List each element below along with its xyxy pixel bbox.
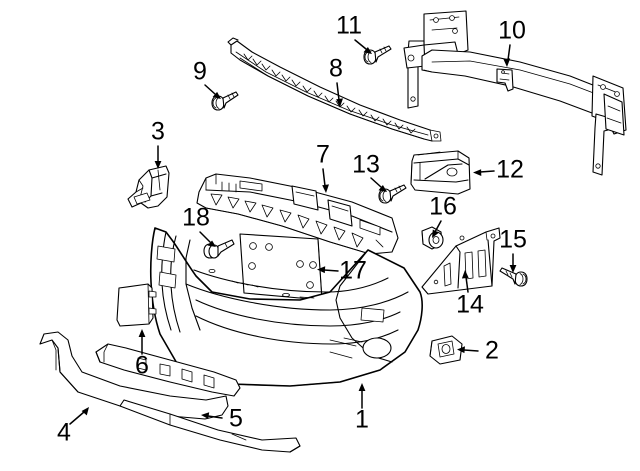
part-screw-9 bbox=[211, 91, 239, 111]
callout-2: 2 bbox=[457, 337, 499, 365]
callout-4-label: 4 bbox=[57, 419, 71, 447]
callout-7: 7 bbox=[316, 141, 330, 193]
callout-17-label: 17 bbox=[339, 257, 367, 285]
callout-8-label: 8 bbox=[329, 55, 343, 83]
callout-10-label: 10 bbox=[498, 17, 526, 45]
callout-7-label: 7 bbox=[316, 141, 330, 169]
callout-16: 16 bbox=[429, 193, 457, 238]
callout-11: 11 bbox=[336, 12, 372, 54]
callout-9-label: 9 bbox=[193, 58, 207, 86]
callout-2-label: 2 bbox=[485, 337, 499, 365]
callout-18-label: 18 bbox=[182, 204, 210, 232]
callout-9: 9 bbox=[193, 58, 221, 99]
part-screw-15 bbox=[499, 267, 528, 287]
callout-3: 3 bbox=[151, 118, 165, 169]
part-bumper-impact-bar bbox=[403, 10, 627, 176]
callout-14-label: 14 bbox=[456, 291, 484, 319]
callout-15: 15 bbox=[499, 226, 527, 273]
part-license-plate-bracket bbox=[239, 233, 323, 301]
part-push-pin-clip bbox=[203, 239, 235, 259]
callout-6: 6 bbox=[135, 329, 149, 380]
part-retainer-clip bbox=[429, 335, 463, 365]
part-lower-valance-spoiler bbox=[39, 331, 301, 453]
callout-8: 8 bbox=[329, 55, 343, 107]
part-side-bracket bbox=[127, 165, 170, 209]
callout-12-label: 12 bbox=[496, 156, 524, 184]
part-screw-13 bbox=[378, 184, 407, 204]
part-bumper-guide-bracket bbox=[410, 150, 471, 195]
callout-10: 10 bbox=[498, 17, 526, 67]
callout-14: 14 bbox=[456, 270, 484, 319]
part-energy-absorber bbox=[196, 173, 399, 255]
callout-3-label: 3 bbox=[151, 118, 165, 146]
callout-6-label: 6 bbox=[135, 352, 149, 380]
callout-11-label: 11 bbox=[336, 12, 362, 40]
part-upper-bumper-trim bbox=[227, 37, 442, 142]
callout-layer: 1 2 3 4 5 6 bbox=[57, 12, 527, 447]
callout-13: 13 bbox=[352, 151, 387, 192]
callout-1: 1 bbox=[355, 383, 369, 434]
callout-13-label: 13 bbox=[352, 151, 380, 179]
callout-16-label: 16 bbox=[429, 193, 457, 221]
callout-1-label: 1 bbox=[355, 406, 369, 434]
callout-4: 4 bbox=[57, 407, 89, 447]
part-side-reinforcement-bracket bbox=[421, 227, 501, 295]
part-tow-hook-cover bbox=[116, 283, 157, 327]
part-front-bumper-cover bbox=[149, 227, 423, 387]
part-screw-11 bbox=[363, 45, 392, 65]
callout-12: 12 bbox=[473, 156, 524, 184]
callout-18: 18 bbox=[182, 204, 216, 247]
callout-5: 5 bbox=[201, 405, 243, 433]
callout-15-label: 15 bbox=[499, 226, 527, 254]
callout-17: 17 bbox=[317, 257, 367, 285]
callout-5-label: 5 bbox=[229, 405, 243, 433]
